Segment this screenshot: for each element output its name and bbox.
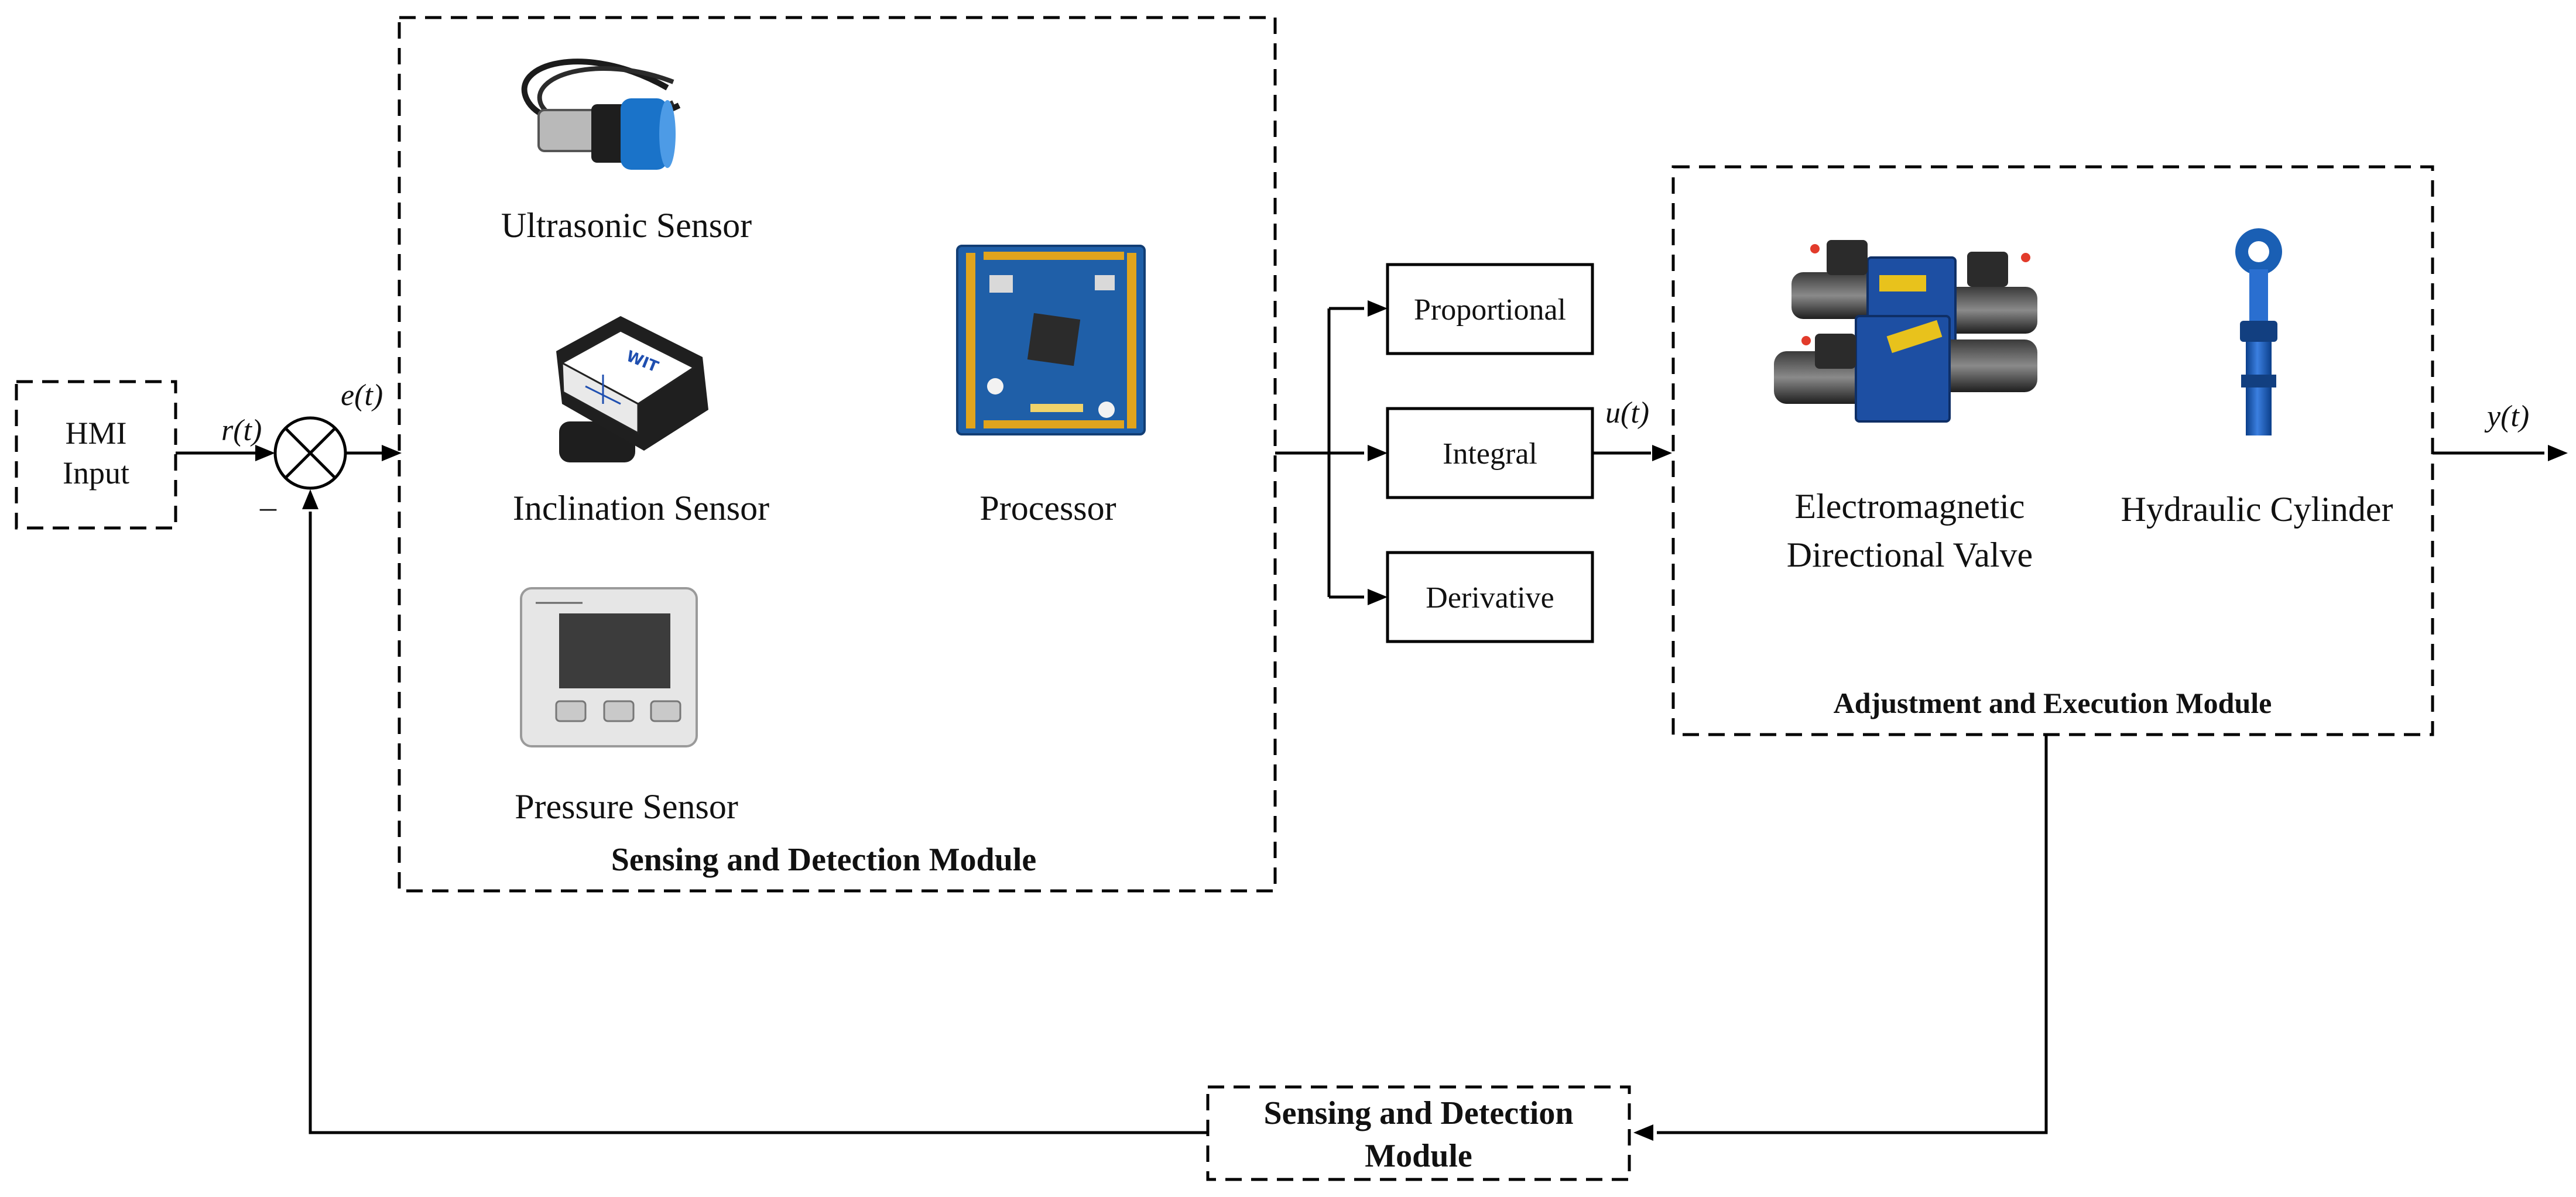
cylinder-label: Hydraulic Cylinder [2121,490,2393,529]
processor-label: Processor [979,489,1116,527]
derivative-arrowhead [1368,589,1388,605]
e-signal-label: e(t) [341,379,383,412]
ultrasonic-sensor-image [521,59,681,170]
y-signal-label: y(t) [2484,400,2529,433]
derivative-label: Derivative [1426,581,1554,615]
feedback-label-line2: Module [1365,1138,1472,1174]
sensing-module-title: Sensing and Detection Module [611,842,1037,878]
sensing-detection-module: Ultrasonic Sensor WIT Inclination Sensor [398,16,1277,893]
proportional-label: Proportional [1414,293,1566,327]
derivative-block: Derivative [1386,551,1594,643]
processor-board-image [956,245,1146,435]
proportional-block: Proportional [1386,263,1594,355]
u-arrowhead [1652,445,1672,461]
e-arrowhead [382,445,402,461]
valve-label-line2: Directional Valve [1787,536,2033,574]
execution-module-title: Adjustment and Execution Module [1834,687,2272,719]
pressure-sensor-label: Pressure Sensor [515,787,738,826]
hmi-label-line2: Input [63,455,129,491]
y-arrowhead [2548,445,2568,461]
pressure-sensor-image [520,587,698,747]
hmi-label-line1: HMI [66,416,127,451]
hmi-input-box: HMI Input [15,380,177,530]
r-arrowhead [255,445,275,461]
inclination-sensor-image: WIT [556,316,708,462]
directional-valve-image [1774,240,2037,423]
feedback-arrowhead-right [1633,1124,1653,1141]
integral-label: Integral [1443,437,1537,471]
feedback-label-line1: Sensing and Detection [1264,1095,1574,1131]
feedback-sensing-module-box: Sensing and Detection Module [1206,1085,1631,1181]
hydraulic-cylinder-image [2235,228,2282,435]
adjustment-execution-module: Electromagnetic Directional Valve Hydrau… [1671,165,2434,736]
integral-block: Integral [1386,407,1594,499]
feedback-wire-left [309,512,1208,1134]
feedback-arrowhead-up [302,489,318,509]
feedback-wire-right [1657,735,2048,1134]
r-signal-label: r(t) [221,414,262,447]
minus-sign: – [259,489,277,525]
inclination-sensor-label: Inclination Sensor [513,489,769,527]
integral-arrowhead [1368,445,1388,461]
u-signal-label: u(t) [1605,396,1649,430]
summing-junction [273,416,347,490]
proportional-arrowhead [1368,300,1388,317]
ultrasonic-sensor-label: Ultrasonic Sensor [501,206,752,245]
valve-label-line1: Electromagnetic [1794,487,2025,526]
